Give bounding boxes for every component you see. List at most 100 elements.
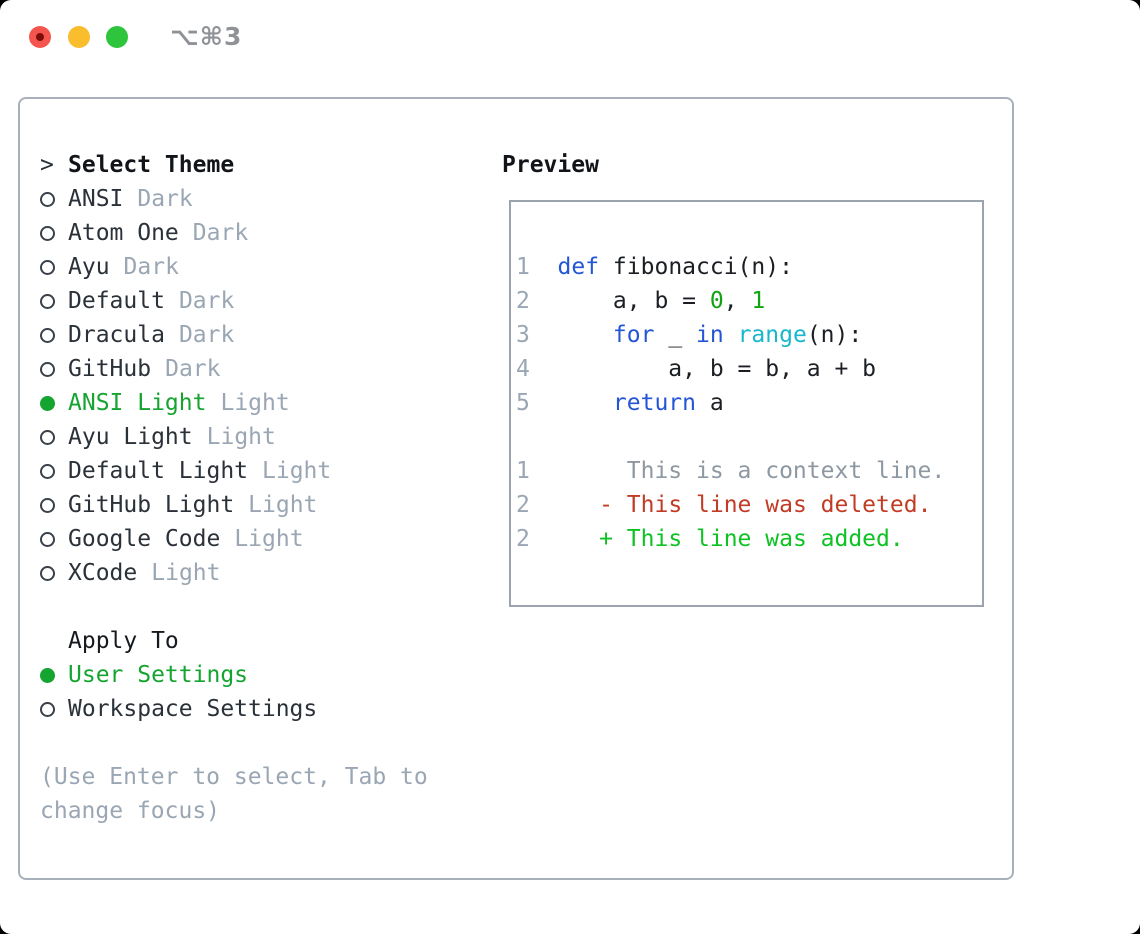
code-token-pl: fibonacci(n): — [599, 254, 793, 280]
code-token-pl — [558, 526, 600, 552]
theme-variant-tag: Light — [151, 560, 221, 586]
close-button[interactable] — [29, 26, 51, 48]
theme-list-item[interactable]: Default Light Light — [40, 454, 428, 488]
code-token-pl: (n): — [806, 322, 863, 348]
code-line: 1 This is a context line. — [516, 454, 982, 488]
code-token-ctx: This is a context line. — [557, 458, 946, 484]
help-text-line-2: change focus) — [40, 798, 221, 824]
code-token-kw: in — [696, 322, 724, 348]
apply-to-list: User Settings Workspace Settings — [40, 658, 428, 726]
line-number: 4 — [516, 356, 530, 382]
theme-name-label: ANSI Light — [68, 390, 207, 416]
code-token-kw: return — [612, 390, 697, 416]
theme-list-item[interactable]: Dracula Dark — [40, 318, 428, 352]
help-text-line-1: (Use Enter to select, Tab to — [40, 764, 428, 790]
theme-name-label: XCode — [68, 560, 138, 586]
window-title: ⌥⌘3 — [170, 22, 243, 51]
theme-name-label: Ayu — [68, 254, 110, 280]
theme-name-label: Google Code — [68, 526, 221, 552]
theme-name-label: Default — [68, 288, 165, 314]
line-number: 3 — [516, 322, 530, 348]
preview-heading: Preview — [502, 152, 599, 178]
radio-icon — [40, 429, 55, 445]
code-token-add: + This line was added. — [599, 526, 904, 552]
theme-variant-tag: Light — [248, 492, 318, 518]
radio-icon — [40, 225, 55, 241]
selection-caret-icon: > — [40, 152, 54, 178]
theme-list-item[interactable]: Atom One Dark — [40, 216, 428, 250]
theme-panel: > Select Theme ANSI Dark Atom One Dark A… — [40, 148, 428, 828]
maximize-button[interactable] — [106, 26, 128, 48]
theme-variant-tag: Dark — [165, 356, 221, 382]
code-token-pl — [558, 322, 613, 348]
code-token-del: - This line was deleted. — [599, 492, 932, 518]
code-line: 2 + This line was added. — [516, 522, 982, 556]
code-line: 4 a, b = b, a + b — [516, 352, 982, 386]
theme-list-item[interactable]: GitHub Dark — [40, 352, 428, 386]
theme-list-item[interactable]: XCode Light — [40, 556, 428, 590]
titlebar: ⌥⌘3 — [0, 0, 1140, 70]
radio-icon — [40, 191, 55, 207]
close-icon — [36, 33, 44, 41]
apply-to-option[interactable]: Workspace Settings — [40, 692, 428, 726]
theme-name-label: GitHub — [68, 356, 152, 382]
line-number: 1 — [516, 458, 530, 484]
theme-variant-tag: Dark — [192, 220, 249, 246]
theme-list-item[interactable]: ANSI Light Light — [40, 386, 428, 420]
spacer — [40, 590, 428, 624]
radio-icon — [40, 531, 55, 547]
code-token-num: 0 — [709, 288, 724, 314]
radio-icon — [40, 327, 55, 343]
code-line: 5 return a — [516, 386, 982, 420]
theme-name-label: GitHub Light — [68, 492, 235, 518]
line-number: 2 — [516, 288, 530, 314]
theme-variant-tag: Light — [220, 390, 290, 416]
theme-list-item[interactable]: Ayu Dark — [40, 250, 428, 284]
code-line: 2 a, b = 0, 1 — [516, 284, 982, 318]
line-number: 1 — [516, 254, 530, 280]
code-token-pl: a, b = b, a + b — [557, 356, 877, 382]
radio-icon — [40, 463, 55, 479]
code-token-num: 1 — [751, 288, 766, 314]
theme-list: ANSI Dark Atom One Dark Ayu Dark Default… — [40, 182, 428, 590]
spacer — [40, 726, 428, 760]
apply-to-option-label: User Settings — [68, 662, 249, 688]
theme-name-label: Dracula — [68, 322, 165, 348]
line-number: 5 — [516, 390, 530, 416]
theme-list-item[interactable]: Ayu Light Light — [40, 420, 428, 454]
theme-list-item[interactable]: ANSI Dark — [40, 182, 428, 216]
code-line: 3 for _ in range(n): — [516, 318, 982, 352]
code-token-pl: , — [723, 288, 752, 314]
theme-variant-tag: Dark — [123, 254, 179, 280]
radio-icon — [40, 293, 55, 309]
theme-variant-tag: Dark — [137, 186, 193, 212]
code-token-pl: a — [696, 390, 724, 416]
theme-variant-tag: Light — [234, 526, 304, 552]
radio-icon — [40, 259, 55, 275]
apply-to-heading: Apply To — [40, 624, 428, 658]
theme-list-item[interactable]: Default Dark — [40, 284, 428, 318]
theme-name-label: Default Light — [68, 458, 249, 484]
apply-to-option[interactable]: User Settings — [40, 658, 428, 692]
theme-name-label: Ayu Light — [68, 424, 193, 450]
theme-picker-dialog: > Select Theme ANSI Dark Atom One Dark A… — [18, 97, 1014, 880]
theme-list-item[interactable]: GitHub Light Light — [40, 488, 428, 522]
code-blank-line — [516, 420, 982, 454]
code-token-pl: a, b = — [557, 288, 710, 314]
theme-variant-tag: Light — [262, 458, 332, 484]
code-token-pl — [558, 390, 613, 416]
theme-panel-heading: > Select Theme — [40, 148, 428, 182]
radio-selected-icon — [40, 395, 55, 411]
apply-to-heading-label: Apply To — [68, 628, 179, 654]
line-number: 2 — [516, 492, 530, 518]
line-number: 2 — [516, 526, 530, 552]
theme-list-item[interactable]: Google Code Light — [40, 522, 428, 556]
theme-panel-heading-label: Select Theme — [68, 152, 235, 178]
minimize-button[interactable] — [68, 26, 90, 48]
radio-selected-icon — [40, 667, 55, 683]
theme-variant-tag: Light — [206, 424, 276, 450]
theme-name-label: Atom One — [68, 220, 179, 246]
